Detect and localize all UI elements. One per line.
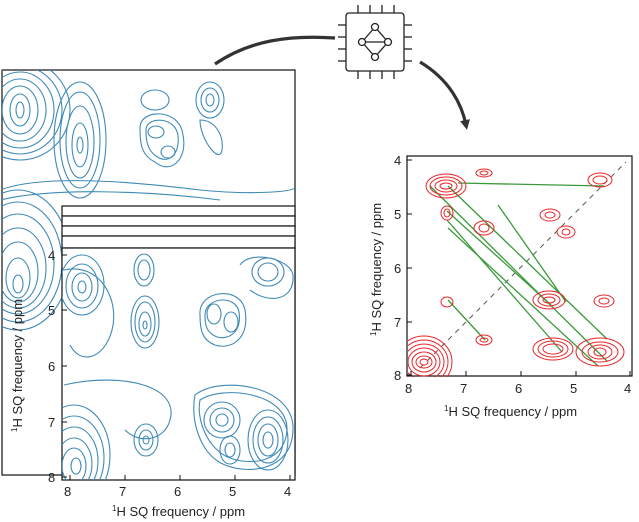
front-x-tick-8: 8 [64,484,71,499]
front-spectrum-panel [61,247,296,481]
right-x-axis-title: 1H SQ frequency / ppm [444,404,577,419]
right-x-tick-6: 6 [515,381,522,396]
front-y-ticks [62,254,67,478]
front-y-tick-4: 4 [48,248,55,263]
front-x-axis-title: 1H SQ frequency / ppm [112,504,245,519]
right-y-ticks [407,159,412,376]
flow-arrow-in [214,35,336,66]
right-spectrum-contours [408,168,625,377]
right-x-tick-5: 5 [570,381,577,396]
front-x-tick-labels: 8 7 6 5 4 [64,484,291,499]
right-spectrum-panel [406,155,633,377]
correlation-links [429,182,608,367]
right-y-tick-labels: 4 5 6 7 8 [394,153,401,383]
front-x-tick-5: 5 [229,484,236,499]
right-y-tick-4: 4 [394,153,401,168]
right-x-tick-7: 7 [460,381,467,396]
right-y-tick-7: 7 [394,315,401,330]
front-y-tick-labels: 4 5 6 7 8 [48,248,55,485]
front-y-tick-7: 7 [48,415,55,430]
front-x-tick-6: 6 [174,484,181,499]
right-y-tick-5: 5 [394,207,401,222]
right-y-axis-title: 1H SQ frequency / ppm [369,203,384,336]
front-y-tick-5: 5 [48,303,55,318]
front-x-tick-4: 4 [284,484,291,499]
front-x-ticks [69,475,291,480]
right-y-tick-6: 6 [394,261,401,276]
processor-chip-icon [338,5,412,79]
right-y-tick-8: 8 [394,368,401,383]
right-x-tick-8: 8 [405,381,412,396]
front-y-tick-6: 6 [48,359,55,374]
stacked-slices [61,205,296,249]
flow-arrow-out [419,60,470,130]
right-x-ticks [410,371,631,376]
right-x-tick-labels: 8 7 6 5 4 [405,381,631,396]
diagonal-line [419,161,627,369]
front-x-tick-7: 7 [119,484,126,499]
front-y-tick-8: 8 [48,470,55,485]
front-spectrum-contours [62,253,294,480]
right-x-tick-4: 4 [624,381,631,396]
front-y-axis-title: 1H SQ frequency / ppm [10,299,25,432]
